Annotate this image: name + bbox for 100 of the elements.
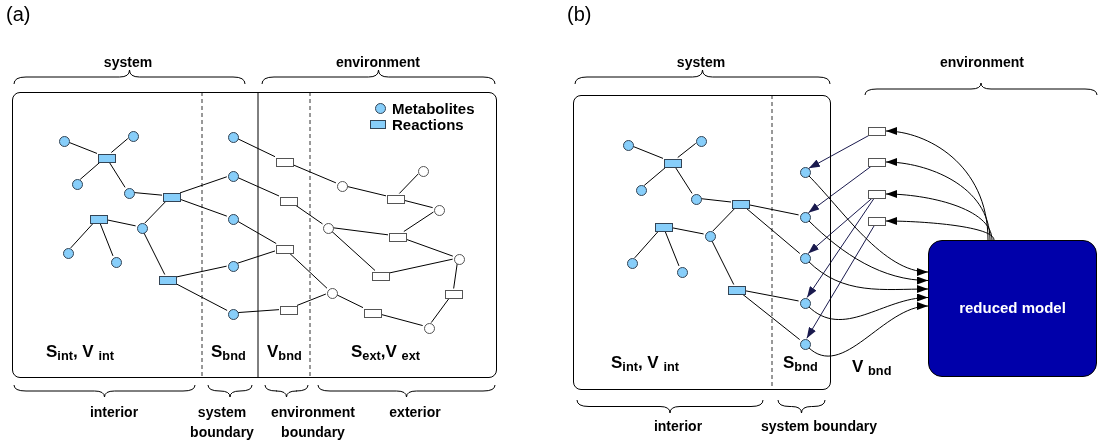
legend-label: Metabolites: [392, 101, 475, 116]
arrow: [885, 158, 991, 241]
region-label: S$_{ext}$,V $_{ext}$: [351, 343, 420, 360]
node-label: reduced model: [959, 298, 1066, 319]
reaction-rect: [98, 153, 116, 163]
connector-line: [664, 230, 680, 267]
connector-line: [144, 200, 168, 224]
region-label: S$_{bnd}$: [783, 354, 818, 371]
text-label: system boundary: [761, 418, 877, 434]
connector-line: [744, 290, 800, 302]
text-label: V $_{bnd}$: [852, 357, 892, 376]
arrow: [807, 294, 929, 320]
reaction-rect: [163, 192, 181, 202]
reaction-rect: [868, 126, 886, 136]
region-label: S$_{int}$, V $_{int}$: [46, 343, 114, 360]
reaction-rect: [728, 285, 746, 295]
arrow: [885, 127, 989, 241]
connector-line: [236, 137, 276, 158]
connector-line: [106, 219, 137, 227]
connector-line: [179, 198, 228, 217]
connector-line: [110, 138, 129, 153]
connector-line: [741, 293, 801, 341]
connector-line: [70, 222, 95, 249]
connector-line: [712, 207, 737, 232]
reaction-rect: [276, 244, 294, 254]
connector-line: [634, 230, 660, 259]
text-label: system boundary: [190, 404, 254, 440]
connector-line: [710, 239, 735, 285]
reaction-rect: [445, 289, 463, 299]
text-label: system: [676, 54, 726, 70]
connector-line: [99, 222, 114, 257]
text-label: system: [103, 54, 153, 70]
text-label: environment: [940, 54, 1024, 70]
connector-line: [236, 250, 276, 264]
reaction-rect: [276, 157, 294, 167]
reaction-rect: [280, 196, 298, 206]
connector-line: [643, 166, 668, 186]
reaction-rect: [732, 199, 750, 209]
reaction-rect: [159, 275, 177, 285]
text-label: environment: [336, 54, 420, 70]
reaction-rect: [280, 305, 298, 315]
text-label: interior: [653, 418, 703, 434]
reaction-rect: [868, 157, 886, 167]
connector-line: [388, 258, 454, 274]
connector-line: [288, 252, 328, 289]
connector-line: [237, 309, 280, 314]
connector-line: [330, 230, 376, 271]
panel-frame: [573, 95, 831, 390]
text-label: interior: [89, 404, 139, 420]
connector-line: [671, 227, 705, 235]
panel-label: (a): [6, 3, 31, 25]
connector-line: [748, 204, 800, 216]
reaction-rect: [364, 308, 382, 318]
region-label: S$_{int}$, V $_{int}$: [611, 354, 679, 371]
connector-line: [67, 141, 98, 154]
connector-line: [345, 185, 387, 197]
connector-line: [674, 166, 693, 194]
connector-line: [430, 297, 451, 324]
connector-line: [335, 293, 364, 309]
connector-line: [175, 283, 228, 311]
legend-label: Reactions: [392, 117, 464, 132]
connector-line: [175, 265, 228, 278]
arrow: [806, 225, 875, 339]
reaction-rect: [389, 232, 407, 242]
connector-line: [405, 238, 454, 257]
reaction-rect: [90, 214, 108, 224]
arrow: [808, 135, 870, 169]
connector-line: [142, 231, 166, 275]
reaction-rect: [868, 189, 886, 199]
arrow: [807, 219, 929, 284]
connector-line: [699, 198, 732, 203]
region-label: V$_{bnd}$: [267, 343, 302, 360]
connector-line: [133, 192, 163, 196]
reaction-rect: [655, 222, 673, 232]
reaction-rect: [868, 216, 886, 226]
connector-line: [403, 211, 434, 232]
connector-line: [294, 204, 323, 225]
panel-frame: [12, 92, 497, 378]
arrow: [807, 174, 929, 275]
connector-line: [403, 199, 434, 209]
connector-line: [453, 262, 458, 289]
text-label: exterior: [389, 404, 441, 420]
connector-line: [398, 173, 419, 194]
connector-line: [380, 313, 424, 327]
connector-line: [236, 176, 280, 197]
arrow: [885, 190, 993, 241]
arrow: [807, 303, 929, 357]
connector-line: [331, 227, 389, 236]
reaction-rect: [664, 158, 682, 168]
connector-line: [179, 176, 228, 194]
model-box: [928, 240, 1097, 377]
text-label: environment boundary: [271, 404, 355, 440]
connector-line: [744, 207, 801, 254]
arrow: [807, 198, 873, 254]
connector-line: [631, 145, 664, 159]
connector-line: [296, 293, 327, 306]
connector-line: [236, 220, 277, 244]
reaction-rect: [372, 271, 390, 281]
connector-line: [108, 161, 126, 188]
connector-line: [292, 164, 337, 184]
